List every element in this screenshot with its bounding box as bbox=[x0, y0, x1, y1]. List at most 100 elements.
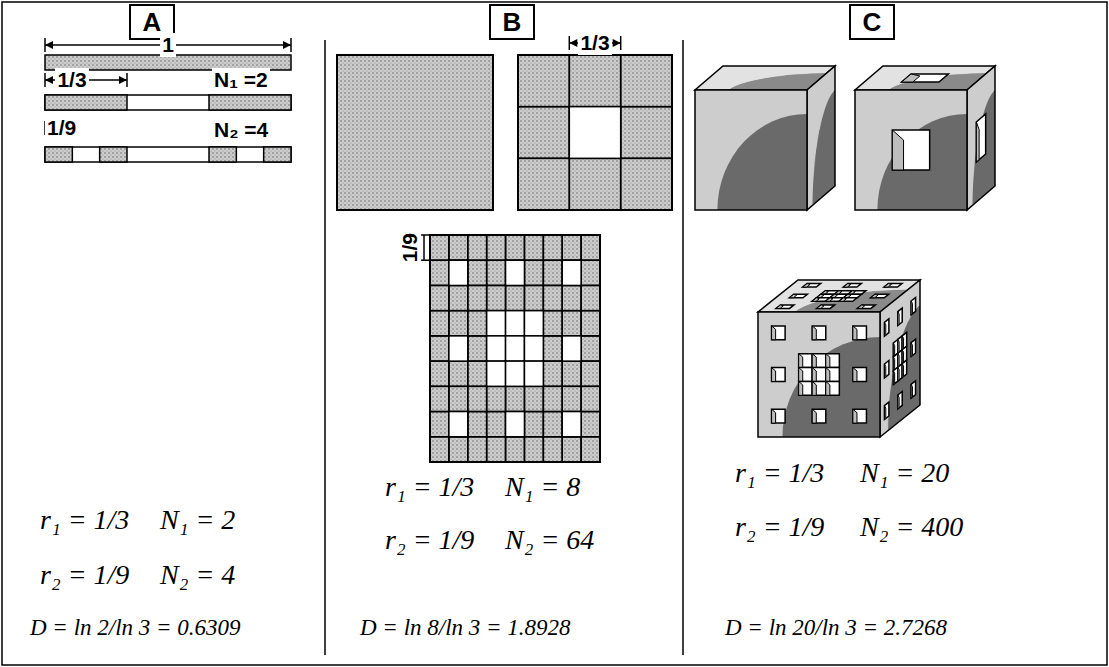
sponge-hole bbox=[898, 308, 902, 325]
carpet-cell bbox=[487, 285, 506, 310]
sponge-hole bbox=[826, 354, 840, 368]
scale-formula: r₁ = 1/3 bbox=[385, 472, 474, 503]
hole-depth bbox=[893, 356, 894, 371]
carpet-cell bbox=[430, 235, 449, 260]
carpet-cell bbox=[449, 336, 468, 361]
sponge-hole bbox=[812, 326, 826, 340]
carpet-cell bbox=[543, 336, 562, 361]
cantor-segment bbox=[264, 147, 291, 162]
dimension-label: 1 bbox=[160, 33, 176, 56]
hole-depth bbox=[884, 405, 885, 420]
scale-formula: r₂ = 1/9 bbox=[40, 560, 129, 591]
carpet-cell bbox=[487, 336, 506, 361]
carpet-hole bbox=[506, 361, 525, 386]
hole-depth bbox=[898, 394, 899, 409]
carpet-hole bbox=[524, 361, 543, 386]
carpet-cell bbox=[581, 336, 600, 361]
sponge-hole bbox=[902, 74, 949, 82]
sponge-hole bbox=[911, 381, 915, 398]
hole-depth bbox=[812, 298, 821, 302]
removed-gap bbox=[45, 147, 291, 162]
carpet-hole bbox=[449, 336, 468, 361]
carpet-stage-2 bbox=[430, 235, 600, 462]
scale-formula: N₂ = 4 bbox=[160, 560, 235, 591]
carpet-cell bbox=[581, 235, 600, 260]
hole-depth bbox=[893, 342, 894, 357]
hole-depth bbox=[853, 368, 857, 382]
carpet-cell bbox=[468, 311, 487, 336]
carpet-cell bbox=[562, 412, 581, 437]
scale-formula: N₂ = 400 bbox=[860, 512, 963, 543]
hole-depth bbox=[911, 342, 912, 357]
carpet-cell bbox=[581, 285, 600, 310]
carpet-cell bbox=[524, 311, 543, 336]
hole-depth bbox=[853, 326, 857, 340]
carpet-cell bbox=[430, 437, 449, 462]
cube-front-face bbox=[695, 90, 807, 210]
carpet-cell bbox=[468, 361, 487, 386]
hole-depth bbox=[826, 354, 830, 368]
carpet-cell bbox=[487, 235, 506, 260]
carpet-hole bbox=[569, 107, 620, 159]
sponge-hole bbox=[976, 114, 985, 162]
removed-gap bbox=[45, 95, 291, 110]
carpet-cell bbox=[524, 386, 543, 411]
scale-formula: N₁ = 2 bbox=[160, 505, 235, 536]
sponge-hole bbox=[857, 305, 875, 309]
sponge-hole bbox=[884, 402, 888, 419]
carpet-cell bbox=[430, 260, 449, 285]
carpet-cell bbox=[581, 437, 600, 462]
carpet-cell bbox=[518, 158, 569, 210]
carpet-cell bbox=[468, 235, 487, 260]
carpet-cell bbox=[430, 336, 449, 361]
carpet-cell bbox=[487, 412, 506, 437]
sponge-hole bbox=[772, 368, 786, 382]
carpet-cell bbox=[581, 386, 600, 411]
carpet-cell bbox=[524, 235, 543, 260]
menger-sponge bbox=[695, 66, 995, 437]
carpet-cell bbox=[569, 55, 620, 107]
dimension-label: 1/9 bbox=[398, 231, 421, 264]
hole-depth bbox=[799, 354, 803, 368]
carpet-hole bbox=[487, 311, 506, 336]
carpet-cell bbox=[543, 260, 562, 285]
carpet-cell bbox=[543, 386, 562, 411]
scale-formula: r₂ = 1/9 bbox=[385, 525, 474, 556]
carpet-cell bbox=[562, 311, 581, 336]
carpet-cell bbox=[524, 437, 543, 462]
sponge-hole bbox=[826, 368, 840, 382]
carpet-cell bbox=[468, 437, 487, 462]
carpet-hole bbox=[487, 336, 506, 361]
carpet-cell bbox=[506, 386, 525, 411]
carpet-cell bbox=[449, 412, 468, 437]
carpet-cell bbox=[621, 158, 672, 210]
cube-side-face bbox=[807, 66, 835, 210]
hole-depth bbox=[898, 352, 899, 367]
carpet-cell bbox=[543, 235, 562, 260]
hole-depth bbox=[893, 370, 894, 385]
carpet-cell bbox=[430, 386, 449, 411]
cantor-segment bbox=[209, 147, 236, 162]
cantor-segment bbox=[209, 95, 291, 110]
cantor-segment bbox=[45, 147, 72, 162]
panel-letter: B bbox=[503, 9, 522, 35]
carpet-hole bbox=[562, 412, 581, 437]
sponge-hole bbox=[772, 326, 786, 340]
carpet-cell bbox=[430, 285, 449, 310]
hole-depth bbox=[776, 305, 785, 309]
carpet-cell bbox=[581, 260, 600, 285]
cube-front-face bbox=[758, 312, 880, 437]
sponge-hole bbox=[839, 298, 857, 302]
carpet-cell bbox=[506, 311, 525, 336]
carpet-hole bbox=[562, 260, 581, 285]
dimension-arrowhead bbox=[613, 39, 621, 47]
hole-depth bbox=[812, 409, 816, 423]
sponge-hole bbox=[853, 409, 867, 423]
carpet-hole bbox=[487, 361, 506, 386]
carpet-cell bbox=[468, 285, 487, 310]
carpet-cell bbox=[487, 311, 506, 336]
cube-side-face bbox=[967, 66, 995, 210]
cantor-set bbox=[45, 38, 291, 162]
